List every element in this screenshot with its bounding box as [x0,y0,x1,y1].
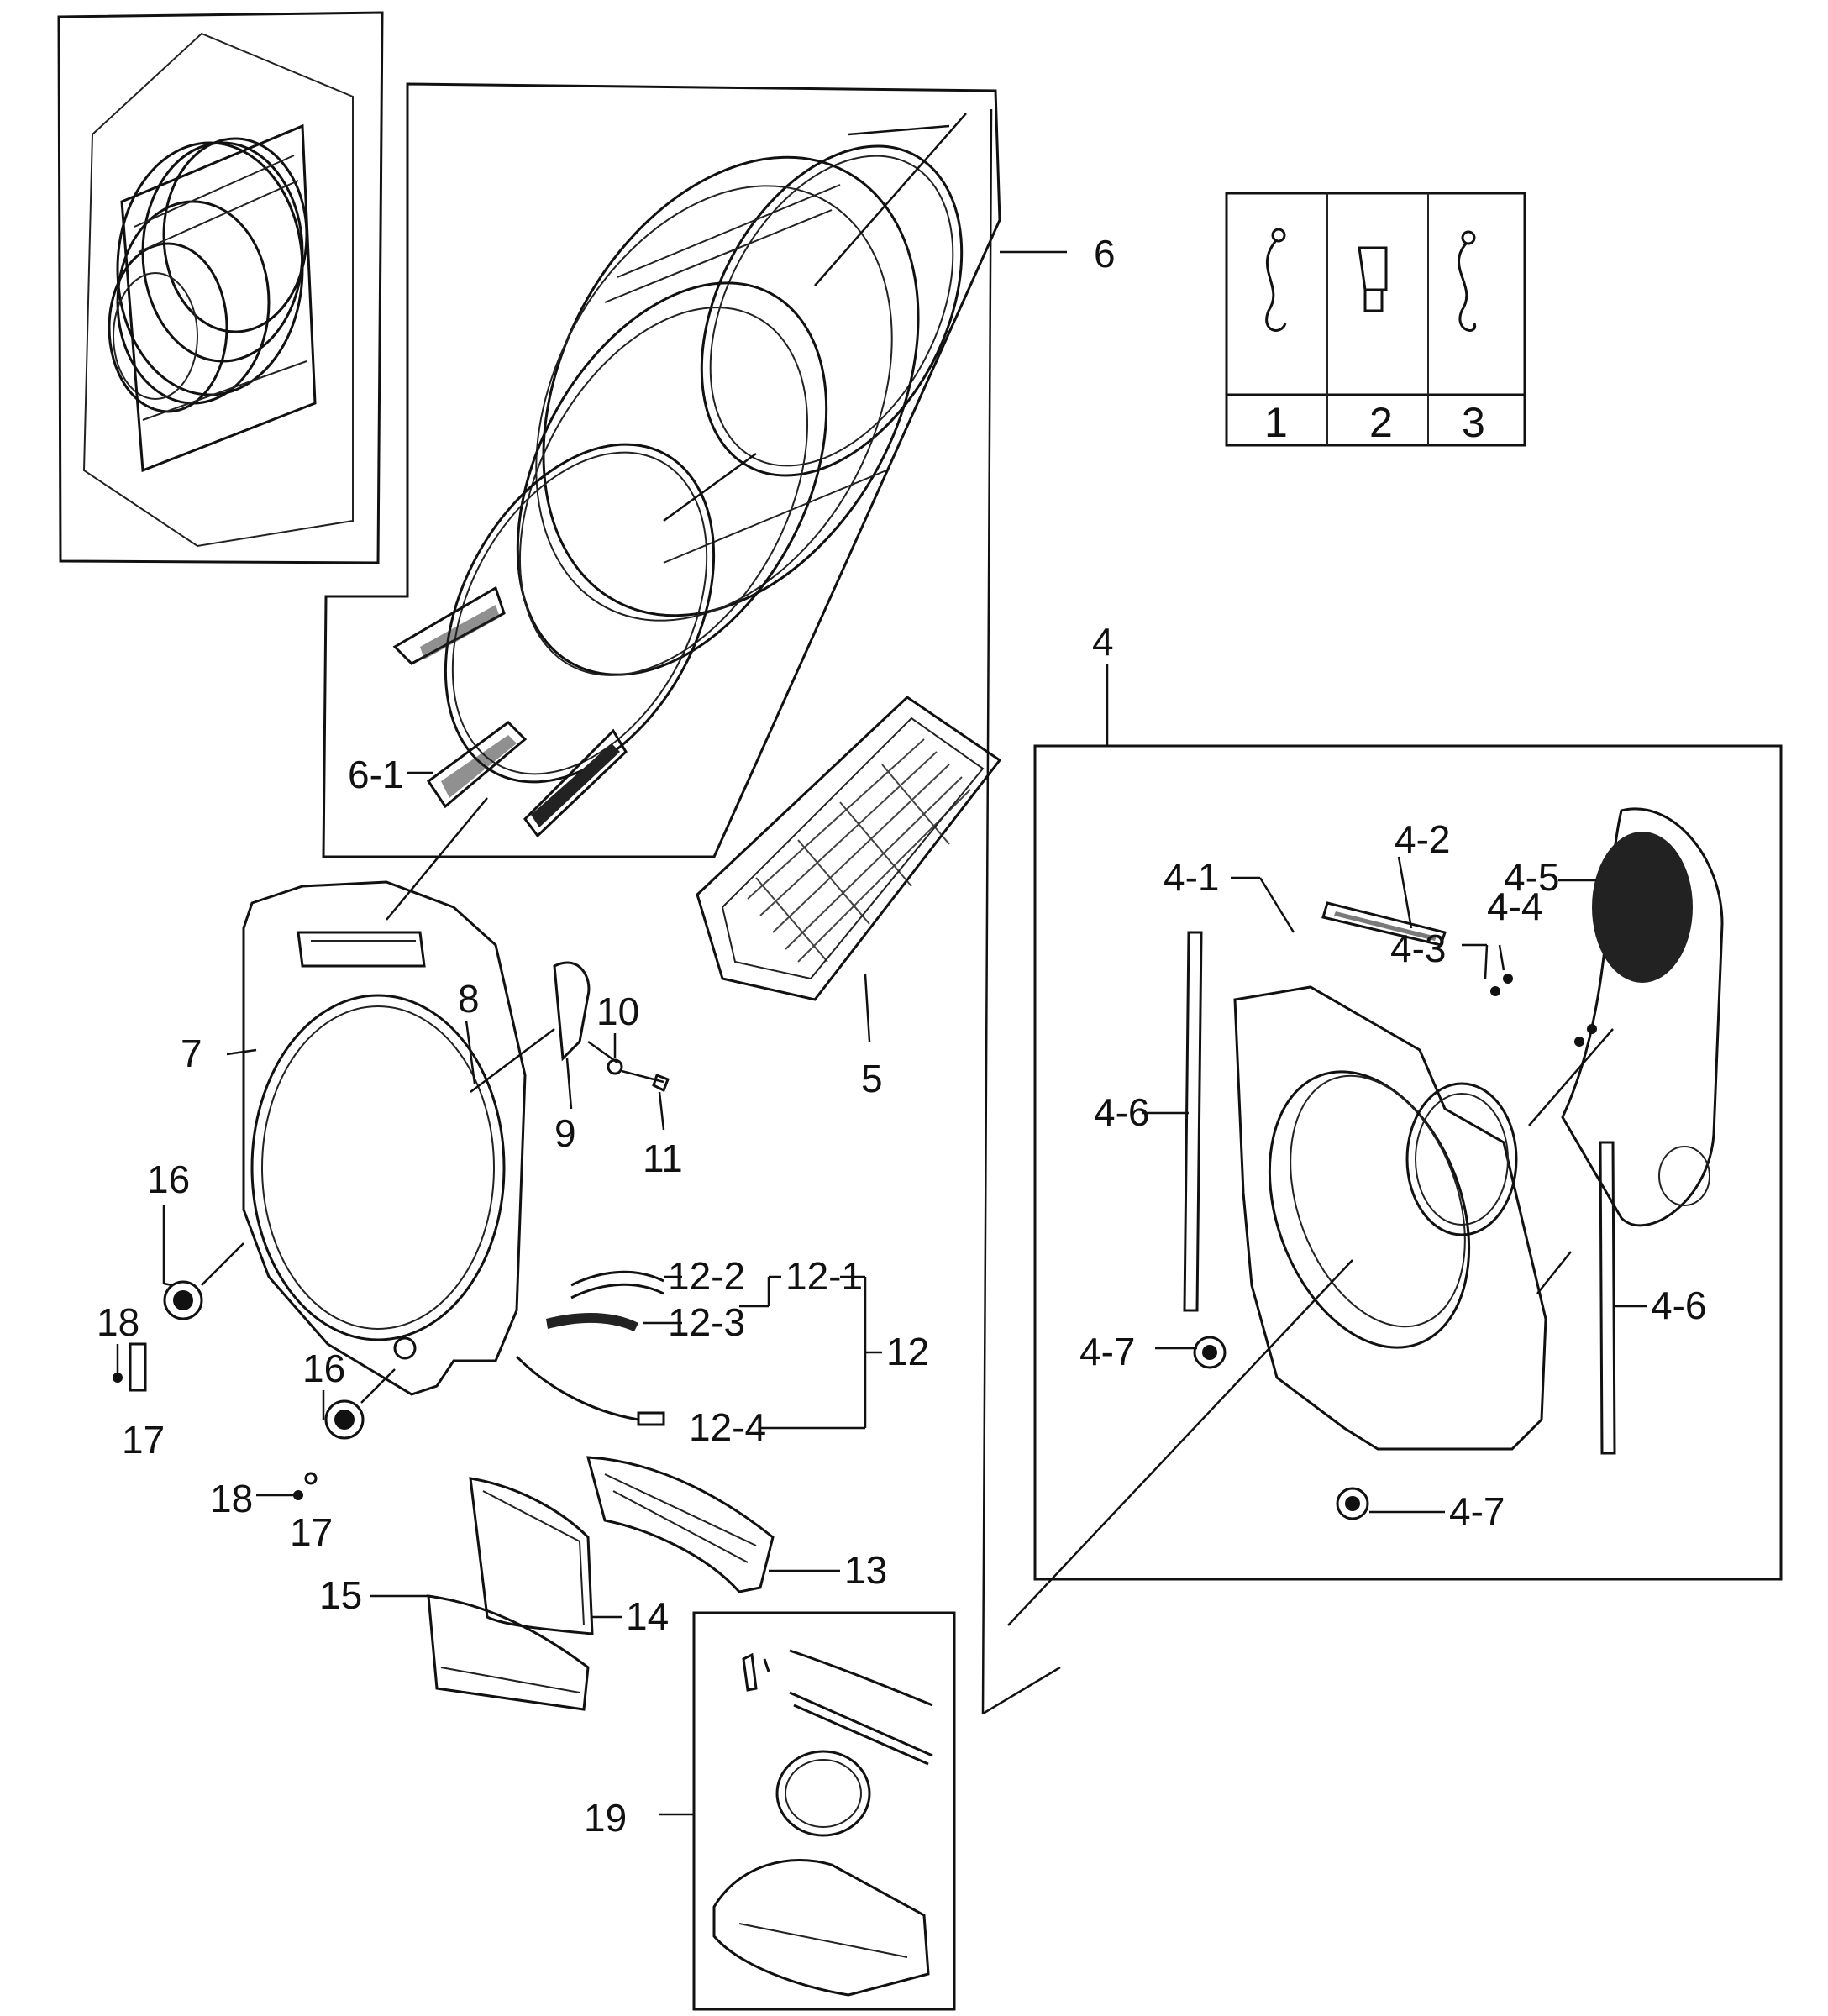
sealing-kit-box [659,1611,956,2011]
service-kit-inset [1225,192,1526,447]
overview-inset [57,11,384,564]
front-rollers [113,1205,396,1500]
callout-5: 5 [861,1057,883,1100]
callout-4-4: 4-4 [1487,885,1542,928]
callout-12: 12 [886,1330,929,1373]
callout-10: 10 [596,990,639,1033]
callout-18-lower: 18 [210,1477,253,1520]
callout-12-2: 12-2 [668,1254,745,1298]
callout-4-6-right: 4-6 [1651,1284,1706,1327]
lint-filter-icon [696,696,1002,1042]
front-panel-icon [226,880,670,1396]
assembled-drum-icon [82,32,354,548]
callout-4: 4 [1092,620,1114,664]
callout-6: 6 [1094,232,1116,276]
callout-6-1: 6-1 [348,753,403,796]
callout-4-5: 4-5 [1504,855,1559,899]
callout-17-lower: 17 [290,1510,333,1554]
service-kit-icon [1265,228,1476,332]
callout-11: 11 [643,1137,683,1180]
callout-12-3: 12-3 [668,1300,745,1344]
rear-panel-icon [1183,807,1724,1520]
drum-assembly-icon [392,113,967,838]
callout-1: 1 [1264,399,1288,446]
rear-panel-box [1033,664,1783,1581]
callout-3: 3 [1462,399,1485,446]
callout-16-lower: 16 [302,1347,345,1390]
callout-4-2: 4-2 [1395,817,1450,861]
callout-16-upper: 16 [147,1158,190,1201]
callout-14: 14 [626,1594,669,1638]
callout-19: 19 [584,1796,627,1840]
lower-ducts [370,1456,840,1711]
callout-4-7-right: 4-7 [1449,1489,1505,1533]
callout-18-upper: 18 [97,1300,139,1344]
harness-group [515,1270,882,1430]
callout-12-1: 12-1 [785,1254,863,1298]
callout-13: 13 [844,1548,887,1592]
callout-15: 15 [319,1573,362,1617]
callout-7: 7 [181,1032,202,1075]
callout-8: 8 [458,977,480,1021]
callout-4-6-left: 4-6 [1094,1090,1149,1134]
callout-4-1: 4-1 [1164,855,1219,899]
callout-12-4: 12-4 [689,1405,766,1449]
callout-17-upper: 17 [122,1418,165,1462]
callout-4-7-left: 4-7 [1079,1330,1135,1373]
drum-assembly-box [322,82,1067,921]
callout-4-3: 4-3 [1390,927,1446,970]
callout-9: 9 [554,1111,576,1155]
callout-2: 2 [1369,399,1393,446]
